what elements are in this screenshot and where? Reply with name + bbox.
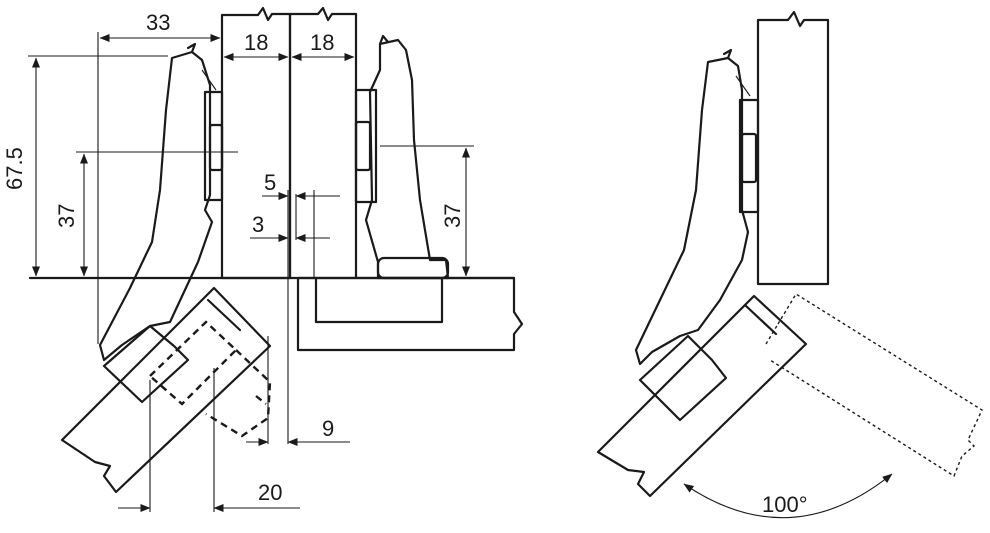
dim-37-left-label: 37 (54, 204, 79, 228)
right-view-hinge (634, 48, 760, 366)
angle-label: 100° (762, 492, 808, 517)
left-door (60, 286, 272, 494)
right-hinge-arm (354, 34, 450, 280)
dim-18-left-label: 18 (244, 30, 268, 55)
right-side-panel (756, 10, 830, 286)
dim-3-label: 3 (252, 212, 264, 237)
dim-20-label: 20 (258, 480, 282, 505)
angle-arc (683, 473, 893, 519)
dim-9-label: 9 (322, 416, 334, 441)
left-view: 33 18 18 67.5 37 37 5 3 9 20 (2, 6, 524, 512)
dimension-lines (32, 34, 470, 512)
right-view-door (596, 294, 808, 498)
left-hinge-arm (98, 42, 224, 362)
dim-33-label: 33 (146, 10, 170, 35)
right-view-door-open-position (765, 293, 983, 478)
right-view: 100° (596, 10, 983, 519)
mounting-plate (296, 276, 524, 352)
dim-67-5-label: 67.5 (2, 147, 27, 190)
dim-37-right-label: 37 (440, 204, 465, 228)
dim-5-label: 5 (264, 170, 276, 195)
dim-18-right-label: 18 (310, 30, 334, 55)
side-panels (220, 6, 358, 280)
extension-lines (28, 32, 474, 512)
